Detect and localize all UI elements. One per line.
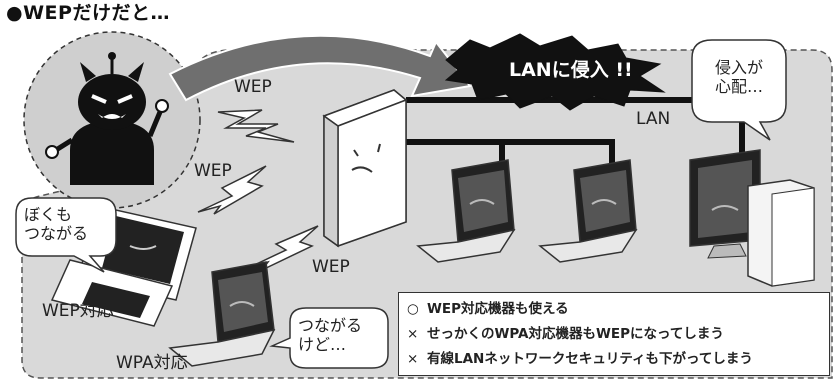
worry-bubble-shape (691, 39, 787, 141)
note-text: 有線LANネットワークセキュリティも下がってしまう (427, 351, 753, 367)
diagram-title: ●WEPだけだと… (6, 2, 170, 24)
ds-bubble-shape (15, 197, 117, 273)
ds-bubble-text: ぼくも つながる (24, 205, 108, 243)
laptop-icon-2 (538, 159, 638, 263)
note-text: WEP対応機器も使える (427, 301, 569, 317)
wireless-label-top: WEP (234, 77, 272, 97)
wireless-label-middle: WEP (194, 161, 232, 181)
laptop-bubble-line: けど… (298, 335, 347, 355)
access-point-icon (322, 89, 408, 248)
lan-label: LAN (636, 109, 671, 129)
note-item: ○ WEP対応機器も使える (407, 297, 821, 322)
note-mark: ○ (407, 301, 419, 317)
wireless-bolt-top (217, 109, 295, 143)
worry-bubble-line: 侵入が (714, 58, 763, 77)
laptop-bubble-shape (269, 307, 389, 369)
wireless-bolt-middle (197, 165, 267, 215)
notes-box: ○ WEP対応機器も使える × せっかくのWPA対応機器もWEPになってしまう × 有… (398, 292, 830, 376)
note-text: せっかくのWPA対応機器もWEPになってしまう (427, 326, 724, 342)
intrusion-badge-shape (444, 33, 666, 111)
ds-bubble-line: ぼくも (24, 205, 73, 224)
worry-bubble-line: 心配… (714, 77, 763, 97)
desktop-pc-icon (689, 149, 815, 287)
wpa-laptop-icon (168, 261, 276, 367)
worry-bubble-text: 侵入が 心配… (700, 58, 778, 96)
laptop-bubble-text: つながる けど… (298, 316, 382, 354)
intrusion-badge-text: LANに侵入 !! (509, 59, 633, 81)
laptop-bubble-line: つながる (298, 316, 363, 335)
laptop-icon-1 (416, 159, 516, 263)
note-item: × 有線LANネットワークセキュリティも下がってしまう (407, 347, 821, 372)
ds-device-label: WEP対応 (42, 301, 114, 321)
ds-bubble-line: つながる (24, 224, 89, 244)
intrusion-arrow (168, 34, 472, 102)
attacker-devil-icon (45, 52, 169, 185)
note-mark: × (407, 351, 419, 367)
wireless-label-bottom: WEP (312, 257, 350, 277)
note-mark: × (407, 326, 419, 342)
laptop-device-label: WPA対応 (116, 353, 188, 373)
note-item: × せっかくのWPA対応機器もWEPになってしまう (407, 322, 821, 347)
